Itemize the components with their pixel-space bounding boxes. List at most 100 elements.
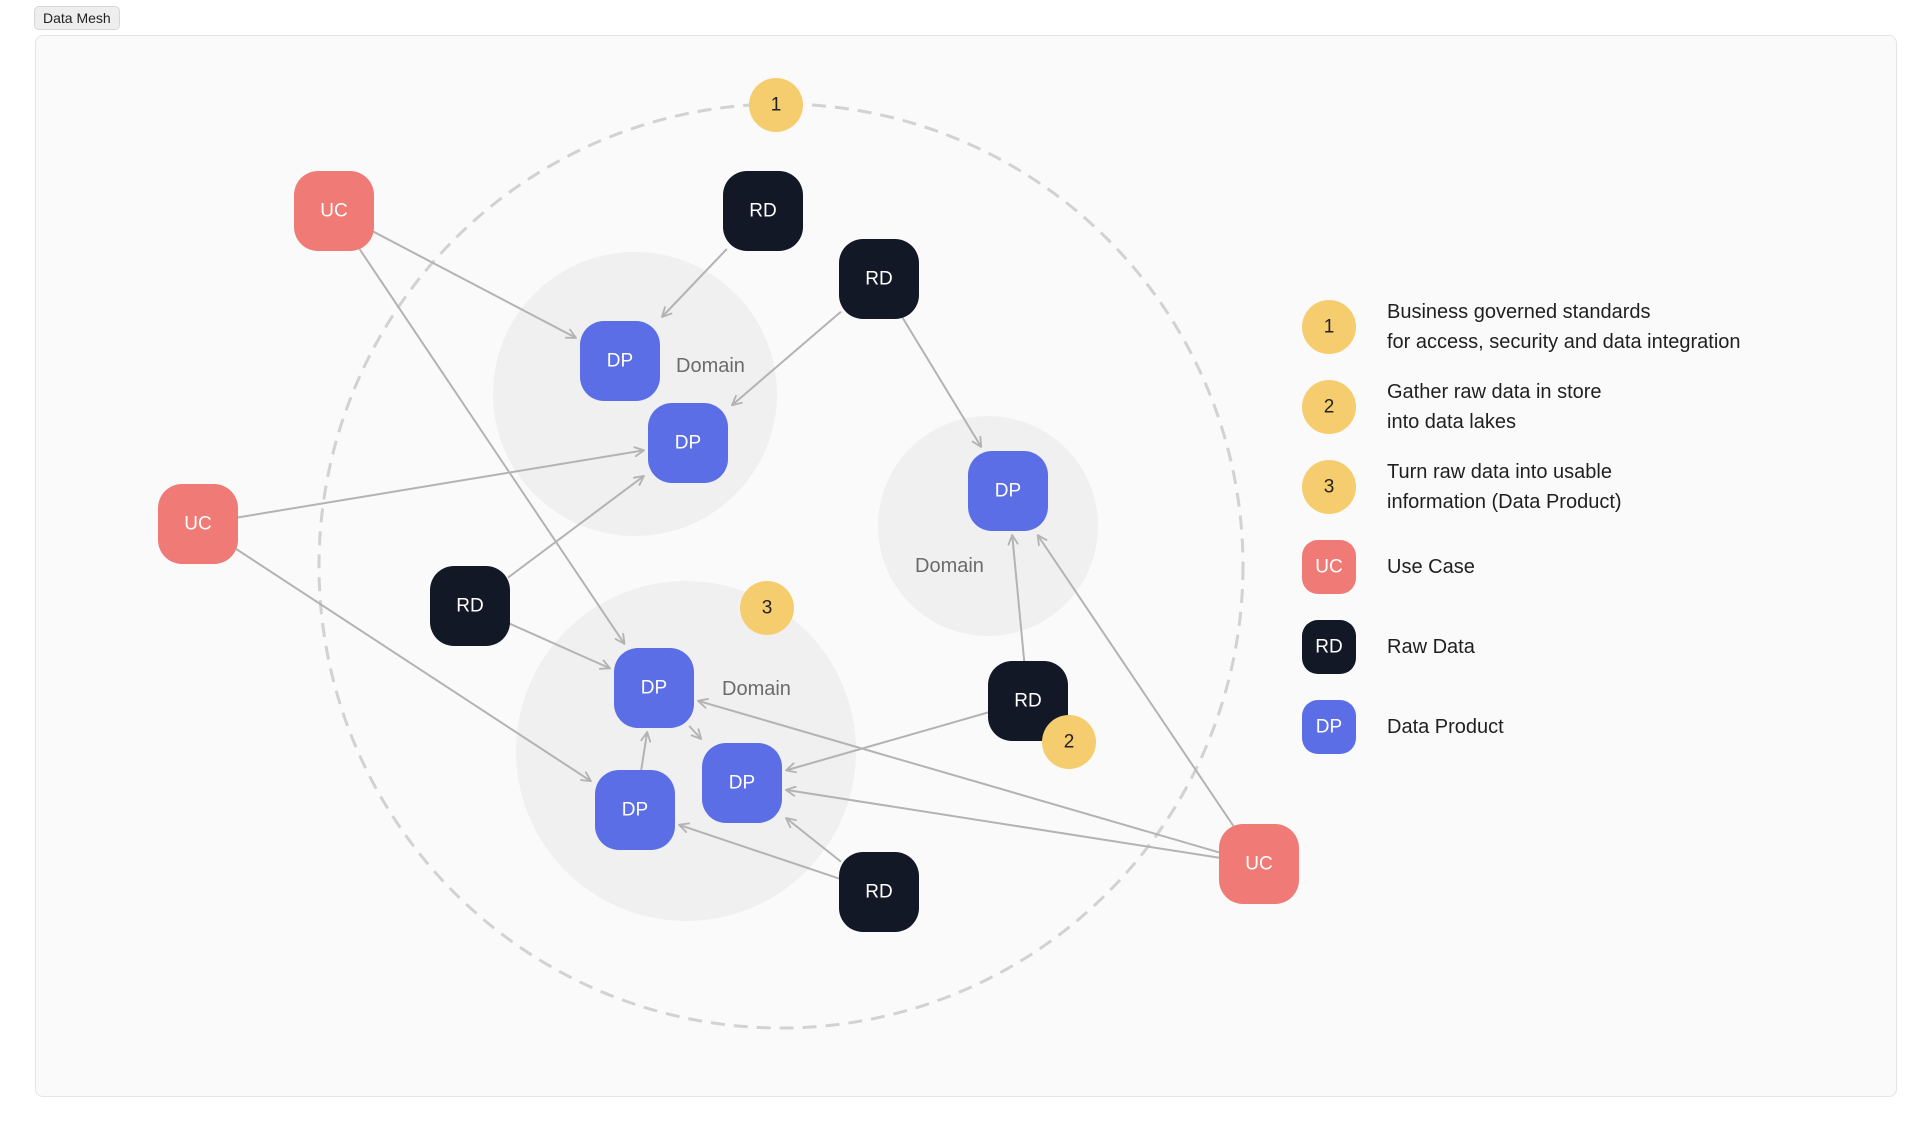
- edge-uc3-dp3: [1036, 534, 1235, 827]
- domain-bottom-label: Domain: [722, 678, 791, 700]
- dp2-label: DP: [675, 433, 701, 454]
- badge-2: 2: [1042, 715, 1096, 769]
- governance-boundary: [317, 102, 1245, 1030]
- uc2-label: UC: [184, 514, 211, 535]
- edge-uc2-dp6: [235, 548, 592, 783]
- edge-rd2-dp2: [731, 310, 842, 407]
- dp3-label: DP: [995, 481, 1021, 502]
- dp5-label: DP: [729, 773, 755, 794]
- legend-marker-shape: [1302, 540, 1356, 594]
- legend-text-line: Use Case: [1387, 556, 1475, 578]
- edge-rd1-dp1: [661, 248, 728, 318]
- uc2-shape: [158, 484, 238, 564]
- data-product-node-dp4[interactable]: DP: [614, 648, 694, 728]
- uc3-shape: [1219, 824, 1299, 904]
- edge-dp4-dp5: [688, 725, 703, 740]
- legend-item-3: 3 Turn raw data into usable information (D…: [1302, 460, 1622, 514]
- edge-dp6-dp4: [639, 731, 652, 773]
- domain-top-label: Domain: [676, 355, 745, 377]
- rd5-label: RD: [865, 882, 892, 903]
- dp4-shape: [614, 648, 694, 728]
- data-product-node-dp3[interactable]: DP: [968, 451, 1048, 531]
- legend-text-line: into data lakes: [1387, 411, 1516, 433]
- legend-marker-label: DP: [1316, 717, 1342, 738]
- dp1-label: DP: [607, 351, 633, 372]
- dp4-label: DP: [641, 678, 667, 699]
- legend-marker-label: 1: [1324, 317, 1335, 338]
- badge-1: 1: [749, 78, 803, 132]
- badge-2-label: 2: [1064, 732, 1075, 753]
- legend-text-line: Gather raw data in store: [1387, 381, 1602, 403]
- dp1-shape: [580, 321, 660, 401]
- rd1-label: RD: [749, 201, 776, 222]
- rd2-label: RD: [865, 269, 892, 290]
- edge-rd3-dp4: [507, 622, 611, 670]
- uc1-shape: [294, 171, 374, 251]
- domain-right-label: Domain: [915, 555, 984, 577]
- edge-rd4-dp3: [1007, 534, 1026, 664]
- dp3-shape: [968, 451, 1048, 531]
- frame-title[interactable]: Data Mesh: [34, 6, 120, 30]
- raw-data-node-rd2[interactable]: RD: [839, 239, 919, 319]
- edge-rd3-dp2: [507, 474, 645, 579]
- legend-item-2: 2 Gather raw data in store into data lakes: [1302, 380, 1602, 434]
- domain-bottom-area: [516, 581, 856, 921]
- rd3-label: RD: [456, 596, 483, 617]
- rd4-shape: [988, 661, 1068, 741]
- edge-rd2-dp3: [901, 316, 983, 448]
- edge-uc2-dp2: [235, 446, 645, 519]
- legend-marker-label: UC: [1315, 557, 1342, 578]
- legend-marker-shape: [1302, 460, 1356, 514]
- rd2-shape: [839, 239, 919, 319]
- legend-marker-shape: [1302, 300, 1356, 354]
- rd5-shape: [839, 852, 919, 932]
- legend-marker-label: 2: [1324, 397, 1335, 418]
- edge-rd5-dp6: [678, 822, 842, 881]
- raw-data-node-rd4[interactable]: RD: [988, 661, 1068, 741]
- edge-uc1-dp4: [358, 248, 626, 645]
- raw-data-node-rd3[interactable]: RD: [430, 566, 510, 646]
- dp5-shape: [702, 743, 782, 823]
- raw-data-node-rd1[interactable]: RD: [723, 171, 803, 251]
- dp2-shape: [648, 403, 728, 483]
- use-case-node-uc2[interactable]: UC: [158, 484, 238, 564]
- legend-marker-shape: [1302, 700, 1356, 754]
- badge-3-label: 3: [762, 598, 773, 619]
- raw-data-node-rd5[interactable]: RD: [839, 852, 919, 932]
- edge-rd4-dp5: [785, 710, 991, 774]
- legend-text-line: Turn raw data into usable: [1387, 461, 1612, 483]
- badge-1-label: 1: [771, 95, 782, 116]
- badge-3: 3: [740, 581, 794, 635]
- legend-marker-label: RD: [1315, 637, 1342, 658]
- data-product-node-dp6[interactable]: DP: [595, 770, 675, 850]
- legend-item-uc: UC Use Case: [1302, 540, 1475, 594]
- edge-uc1-dp1: [371, 230, 577, 339]
- legend-item-1: 1 Business governed standards for access, …: [1302, 300, 1741, 354]
- legend: 1 Business governed standards for access, …: [1302, 300, 1741, 754]
- use-case-node-uc1[interactable]: UC: [294, 171, 374, 251]
- dp6-label: DP: [622, 800, 648, 821]
- data-product-node-dp2[interactable]: DP: [648, 403, 728, 483]
- rd4-label: RD: [1014, 691, 1041, 712]
- badge-2-circle: [1042, 715, 1096, 769]
- legend-text-line: Raw Data: [1387, 636, 1476, 658]
- data-product-node-dp5[interactable]: DP: [702, 743, 782, 823]
- badge-1-circle: [749, 78, 803, 132]
- legend-text-line: Business governed standards: [1387, 301, 1651, 323]
- edge-uc3-dp4: [697, 698, 1222, 854]
- rd1-shape: [723, 171, 803, 251]
- legend-marker-label: 3: [1324, 477, 1335, 498]
- use-case-node-uc3[interactable]: UC: [1219, 824, 1299, 904]
- uc3-label: UC: [1245, 854, 1272, 875]
- uc1-label: UC: [320, 201, 347, 222]
- legend-text-line: information (Data Product): [1387, 491, 1622, 513]
- data-product-node-dp1[interactable]: DP: [580, 321, 660, 401]
- edge-rd5-dp5: [785, 817, 842, 863]
- data-mesh-diagram: DomainDomainDomainUCUCUCRDRDRDRDRDDPDPDP…: [158, 78, 1741, 1030]
- badge-3-circle: [740, 581, 794, 635]
- edge-uc3-dp5: [785, 785, 1222, 860]
- legend-marker-shape: [1302, 380, 1356, 434]
- legend-text-line: for access, security and data integratio…: [1387, 331, 1741, 353]
